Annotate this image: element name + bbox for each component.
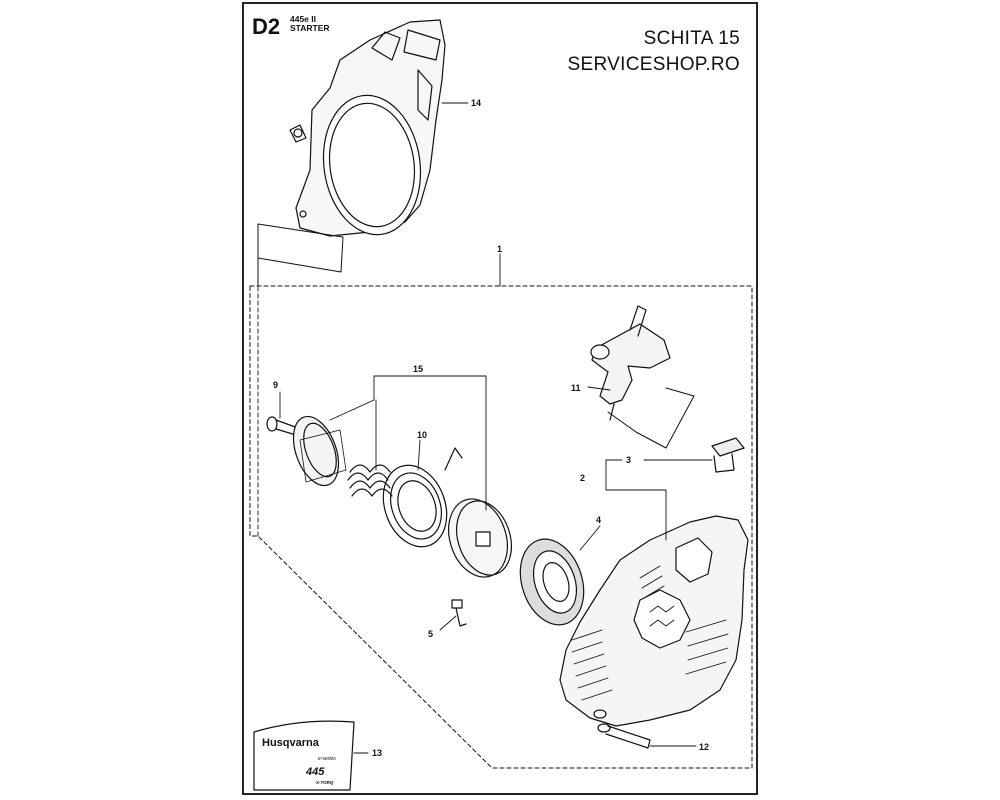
watermark-line2: SERVICESHOP.RO: [567, 54, 740, 75]
callout-labels: 14 1 15 9 10 11 3 2 4 5 13 12: [273, 98, 709, 758]
callout-5: 5: [428, 629, 433, 639]
coil-spring-drawing: [347, 464, 393, 497]
spring-cassette-drawing: [519, 538, 585, 626]
housing-backing-panel: [257, 223, 344, 273]
decal-brand: Husqvarna: [262, 737, 320, 749]
model-name: 445e II: [290, 14, 316, 24]
starter-housing-drawing: [559, 515, 749, 727]
decal-13-drawing: [253, 720, 355, 791]
callout-11: 11: [571, 383, 581, 393]
decal-model: 445: [305, 766, 325, 778]
callout-1: 1: [497, 244, 502, 254]
section-model-title: 445e II STARTER: [290, 15, 330, 33]
fan-housing-drawing: [289, 19, 446, 237]
section-code: D2: [252, 14, 281, 39]
leader-lines: [257, 102, 713, 754]
callout-3: 3: [626, 455, 631, 465]
callout-15: 15: [413, 364, 423, 374]
starter-handle-drawing: [590, 305, 671, 421]
pulley-hub-drawing: [292, 415, 347, 487]
recoil-spring-drawing: [382, 447, 463, 548]
callout-10: 10: [417, 430, 427, 440]
callout-9: 9: [273, 380, 278, 390]
callout-14: 14: [471, 98, 481, 108]
assembly-boundary: [249, 285, 753, 769]
decal-text: Husqvarna e-series 445 X-TORQ: [262, 737, 336, 785]
callout-12: 12: [699, 742, 709, 752]
watermark: SCHITA 15 SERVICESHOP.RO: [530, 26, 740, 78]
bolt-12-drawing: [597, 723, 651, 749]
grommet-drawing: [711, 437, 745, 473]
callout-13: 13: [372, 748, 382, 758]
section-title: STARTER: [290, 23, 330, 33]
watermark-line1: SCHITA 15: [643, 28, 740, 49]
callout-4: 4: [596, 515, 601, 525]
screw-5-drawing: [451, 599, 467, 627]
decal-series: e-series: [318, 756, 336, 762]
decal-sub: X-TORQ: [316, 780, 334, 785]
callout-2: 2: [580, 473, 585, 483]
rope-pulley-drawing: [448, 498, 512, 578]
